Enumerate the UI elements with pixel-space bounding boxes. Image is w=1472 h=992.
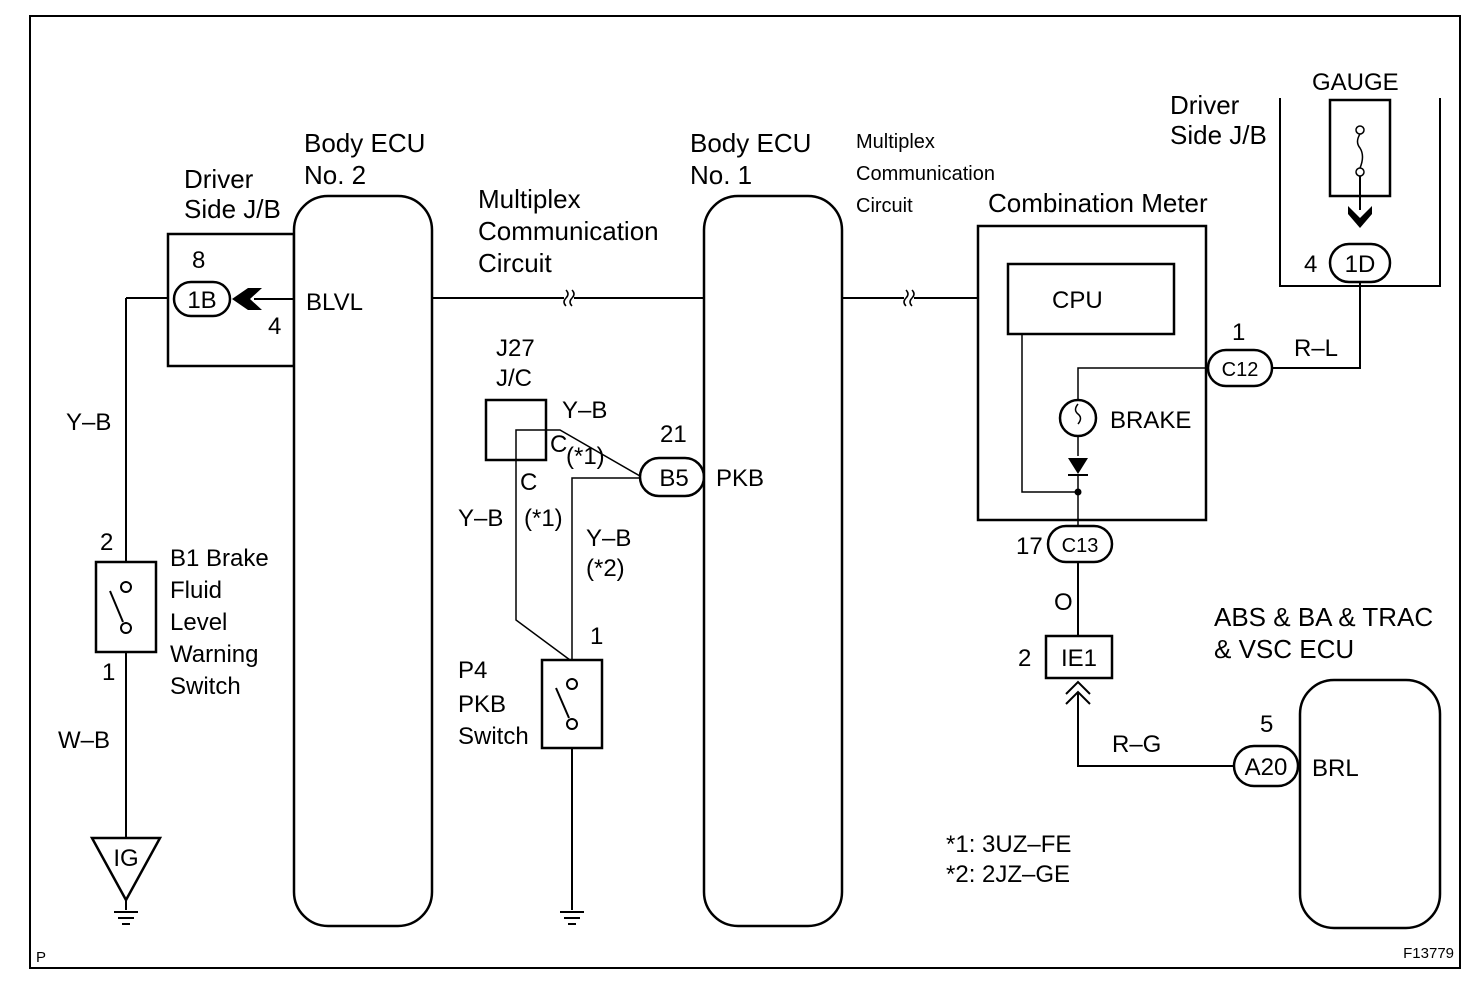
body-ecu-2 (292, 194, 434, 928)
b1-switch-label: B1 Brake Fluid Level Warning Switch (170, 545, 269, 700)
svg-text:& VSC ECU: & VSC ECU (1214, 634, 1354, 664)
pin-ie1-2: 2 (1018, 645, 1031, 672)
connector-ie1 (1044, 634, 1114, 680)
svg-text:Switch: Switch (458, 723, 529, 750)
blvl-terminal: BLVL (306, 289, 363, 316)
connector-a20-label: A20 (1245, 754, 1288, 781)
pin-5: 5 (1260, 711, 1273, 738)
wire-label-rl: R–L (1294, 335, 1338, 362)
pin-21: 21 (660, 421, 687, 448)
svg-text:Multiplex: Multiplex (478, 184, 581, 214)
svg-text:Side J/B: Side J/B (1170, 120, 1267, 150)
combination-meter-label: Combination Meter (988, 188, 1208, 218)
pkb-terminal: PKB (716, 465, 764, 492)
ig-label: IG (113, 845, 138, 872)
connector-c13-label: C13 (1062, 535, 1099, 557)
svg-text:Warning: Warning (170, 641, 258, 668)
j27-pin-c1: C (550, 431, 567, 458)
svg-text:PKB: PKB (458, 691, 506, 718)
svg-text:J27: J27 (496, 335, 535, 362)
pin-17: 17 (1016, 533, 1043, 560)
svg-text:Circuit: Circuit (478, 248, 552, 278)
driver-jb-right-box (1279, 98, 1441, 287)
brake-label: BRAKE (1110, 407, 1191, 434)
ig-ground: IG (89, 836, 163, 925)
body-ecu-2-label: Body ECU No. 2 (304, 128, 425, 190)
svg-text:J/C: J/C (496, 365, 532, 392)
wire-label-star1-mid: (*1) (524, 505, 563, 532)
svg-text:No. 2: No. 2 (304, 160, 366, 190)
ground-p4 (560, 911, 584, 925)
connector-b5-label: B5 (659, 465, 688, 492)
connector-c12-label: C12 (1222, 359, 1259, 381)
p4-switch-label: P4 PKB Switch (458, 657, 529, 750)
pin-4-1d: 4 (1304, 251, 1317, 278)
connector-1d-label: 1D (1345, 251, 1376, 278)
svg-text:No. 1: No. 1 (690, 160, 752, 190)
wire-label-yb-left: Y–B (66, 409, 111, 436)
connector-1b-label: 1B (187, 287, 216, 314)
svg-text:*2: 2JZ–GE: *2: 2JZ–GE (946, 861, 1070, 888)
corner-label-left: P (36, 949, 46, 966)
brl-terminal: BRL (1312, 755, 1359, 782)
driver-jb-left-label: Driver Side J/B (184, 164, 281, 224)
abs-ecu (1298, 678, 1442, 930)
p4-pkb-switch (540, 658, 604, 750)
wire-label-star1-top: (*1) (566, 443, 605, 470)
pin-c12-1: 1 (1232, 319, 1245, 346)
pin-4-blvl: 4 (268, 313, 281, 340)
svg-text:ABS & BA & TRAC: ABS & BA & TRAC (1214, 602, 1433, 632)
cpu-label: CPU (1052, 287, 1103, 314)
wire-label-yb-mid: Y–B (458, 505, 503, 532)
svg-text:Switch: Switch (170, 673, 241, 700)
b1-brake-fluid-switch (94, 560, 158, 654)
gauge-label: GAUGE (1312, 69, 1399, 96)
svg-text:Body ECU: Body ECU (304, 128, 425, 158)
svg-text:Fluid: Fluid (170, 577, 222, 604)
connector-1d (1328, 242, 1392, 284)
pin-8: 8 (192, 247, 205, 274)
svg-text:Level: Level (170, 609, 227, 636)
connector-1d-arrow (1348, 206, 1372, 228)
svg-text:Communication: Communication (478, 216, 659, 246)
svg-text:*1: 3UZ–FE: *1: 3UZ–FE (946, 831, 1071, 858)
j27-pin-c2: C (520, 469, 537, 496)
body-ecu-1 (702, 194, 844, 928)
mux-right-label: Multiplex Communication Circuit (856, 131, 995, 217)
pin-p4-1: 1 (590, 623, 603, 650)
j27-label: J27 J/C (496, 335, 535, 392)
mux-left-label: Multiplex Communication Circuit (478, 184, 659, 278)
wire-label-yb-top: Y–B (562, 397, 607, 424)
wire-label-wb: W–B (58, 727, 110, 754)
connector-1b-arrow (232, 288, 262, 310)
svg-text:P4: P4 (458, 657, 487, 684)
pin-b1-2: 2 (100, 529, 113, 556)
svg-text:Side J/B: Side J/B (184, 194, 281, 224)
svg-text:Communication: Communication (856, 163, 995, 185)
pin-b1-1: 1 (102, 659, 115, 686)
wire-label-star2: (*2) (586, 555, 625, 582)
connector-a20 (1232, 744, 1300, 788)
brake-lamp (1058, 398, 1098, 438)
svg-text:B1 Brake: B1 Brake (170, 545, 269, 572)
cpu-box (1006, 262, 1176, 336)
svg-text:Driver: Driver (1170, 90, 1240, 120)
connector-1b (172, 280, 232, 318)
svg-text:Body ECU: Body ECU (690, 128, 811, 158)
wire-label-rg: R–G (1112, 731, 1161, 758)
diagram-frame (29, 15, 1461, 969)
svg-text:Driver: Driver (184, 164, 254, 194)
wire-label-o: O (1054, 589, 1073, 616)
abs-ecu-label: ABS & BA & TRAC & VSC ECU (1214, 602, 1433, 664)
svg-text:Multiplex: Multiplex (856, 131, 935, 153)
body-ecu-1-label: Body ECU No. 1 (690, 128, 811, 190)
svg-text:Circuit: Circuit (856, 195, 913, 217)
driver-jb-right-label: Driver Side J/B (1170, 90, 1267, 150)
footnotes: *1: 3UZ–FE *2: 2JZ–GE (946, 831, 1071, 888)
wire-label-yb-right: Y–B (586, 525, 631, 552)
connector-ie1-label: IE1 (1061, 645, 1097, 672)
connector-c13 (1046, 524, 1114, 564)
corner-label-right: F13779 (1403, 945, 1454, 962)
